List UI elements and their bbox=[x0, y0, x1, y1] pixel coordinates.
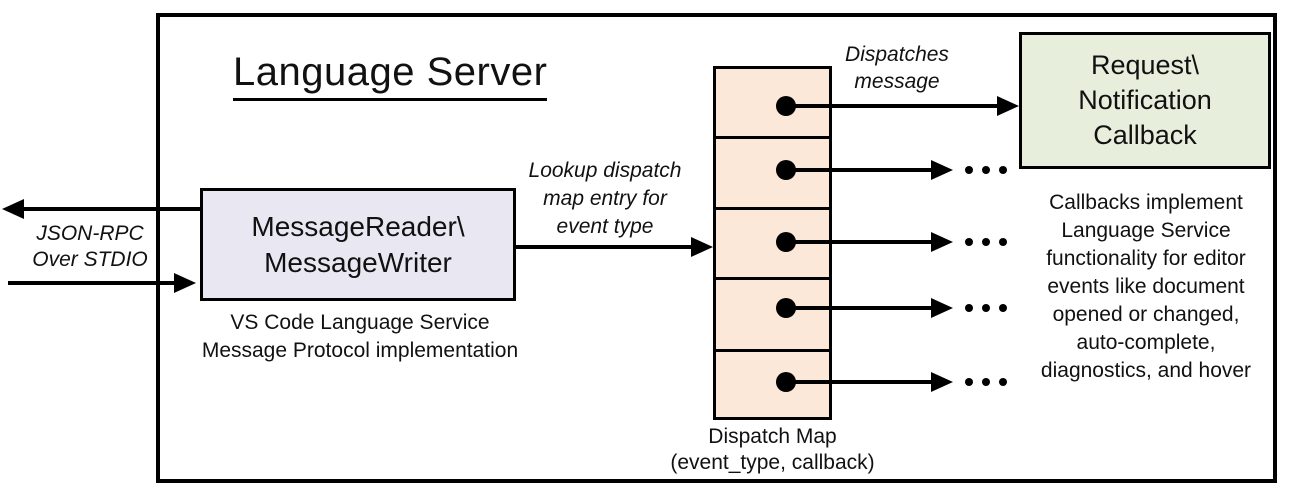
dispatch-arrow-line bbox=[786, 240, 933, 244]
arrowhead-right-icon bbox=[931, 232, 953, 252]
stdio-output-arrow-line bbox=[18, 207, 200, 211]
dispatch-map-cell bbox=[713, 277, 832, 352]
dispatch-arrow-line bbox=[786, 168, 933, 172]
callbacks-note: Callbacks implement Language Service fun… bbox=[1040, 191, 1252, 382]
stdio-input-arrow-line bbox=[8, 281, 176, 285]
arrowhead-right-icon bbox=[931, 298, 953, 318]
dispatches-label: Dispatches message bbox=[845, 43, 949, 93]
arrowhead-right-icon bbox=[691, 237, 713, 257]
arrowhead-right-icon bbox=[174, 273, 196, 293]
ellipsis-icon bbox=[965, 378, 1007, 386]
arrowhead-right-icon bbox=[931, 160, 953, 180]
dispatch-map-cell bbox=[713, 66, 832, 139]
diagram-title: Language Server bbox=[233, 50, 548, 101]
arrowhead-right-icon bbox=[997, 96, 1019, 116]
dispatch-arrow-callback-line bbox=[786, 104, 999, 108]
lookup-arrow-line bbox=[516, 245, 693, 249]
dispatch-map-caption: Dispatch Map (event_type, callback) bbox=[670, 425, 875, 474]
ellipsis-icon bbox=[965, 304, 1007, 312]
language-server-boundary bbox=[156, 13, 1277, 483]
message-reader-writer-box: MessageReader\ MessageWriter bbox=[200, 188, 516, 301]
arrowhead-right-icon bbox=[931, 372, 953, 392]
dispatch-map-cell bbox=[713, 136, 832, 210]
dispatch-arrow-line bbox=[786, 380, 933, 384]
stdio-label: JSON-RPC Over STDIO bbox=[32, 222, 148, 271]
ellipsis-icon bbox=[965, 166, 1007, 174]
arrowhead-left-icon bbox=[2, 199, 24, 219]
lookup-label: Lookup dispatch map entry for event type bbox=[528, 159, 682, 238]
dispatch-map-cell bbox=[713, 349, 832, 420]
ellipsis-icon bbox=[965, 238, 1007, 246]
dispatch-arrow-line bbox=[786, 306, 933, 310]
callback-box: Request\ Notification Callback bbox=[1019, 32, 1271, 169]
message-box-caption: VS Code Language Service Message Protoco… bbox=[201, 311, 519, 362]
